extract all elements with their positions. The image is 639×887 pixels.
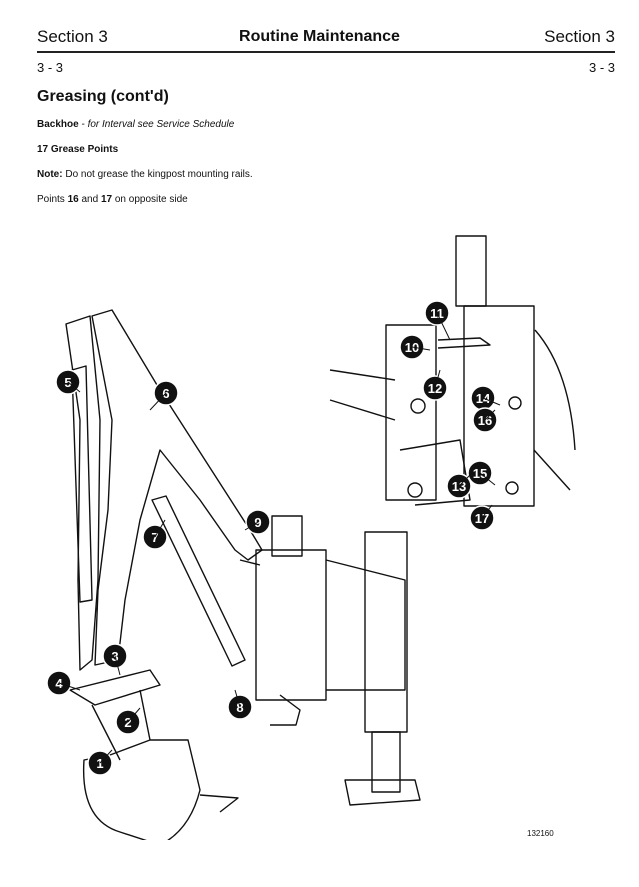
backhoe-label: Backhoe (37, 119, 79, 130)
callout-leader-15 (479, 472, 496, 486)
bucket-linkage (69, 669, 161, 706)
inset-detail (329, 235, 576, 507)
boom-cylinder (71, 365, 93, 603)
opposite-post: on opposite side (112, 194, 188, 205)
note-label: Note: (37, 169, 63, 180)
bucket (82, 739, 201, 840)
grease-point-label: 8 (236, 700, 243, 715)
grease-points-title: 17 Grease Points (37, 144, 119, 155)
opposite-side-line: Points 16 and 17 on opposite side (37, 194, 188, 205)
header-title: Routine Maintenance (239, 28, 400, 45)
figure-code: 132160 (527, 829, 554, 838)
grease-point-label: 1 (96, 756, 103, 771)
stabiliser-leg (364, 531, 408, 733)
dipper-ram (151, 495, 246, 667)
callout-leader-16 (484, 409, 496, 421)
section-heading: Greasing (cont'd) (37, 88, 169, 105)
header-section-left: Section 3 (37, 27, 108, 46)
backhoe-interval-note: for Interval see Service Schedule (87, 119, 235, 130)
backhoe-line: Backhoe - for Interval see Service Sched… (37, 119, 234, 130)
grease-point-label: 17 (475, 511, 489, 526)
callout-leader-7 (154, 519, 166, 538)
backhoe-sep: - (78, 119, 88, 130)
callout-leader-4 (58, 682, 81, 691)
header-section-right: Section 3 (544, 27, 615, 46)
callout-leader-13 (458, 474, 471, 487)
callout-leader-2 (127, 707, 141, 723)
header-rule (37, 51, 615, 53)
callout-leader-14 (482, 397, 501, 406)
opposite-pre: Points (37, 194, 68, 205)
opposite-mid: and (78, 194, 101, 205)
page-number-right: 3 - 3 (588, 60, 615, 75)
callout-leader-17 (481, 504, 493, 519)
note-line: Note: Do not grease the kingpost mountin… (37, 169, 253, 180)
callout-leader-11 (436, 312, 451, 341)
opposite-point-a: 16 (67, 194, 79, 205)
callout-leader-9 (244, 521, 259, 531)
callout-leader-12 (434, 369, 441, 389)
grease-point-label: 2 (124, 715, 131, 730)
callout-leader-5 (67, 381, 81, 393)
callout-leader-10 (411, 346, 431, 351)
boom (91, 309, 263, 666)
dipper-arm (65, 315, 101, 671)
callout-leader-8 (234, 689, 241, 708)
opposite-point-b: 17 (100, 194, 113, 205)
callout-leader-6 (149, 392, 167, 411)
callout-leaders (58, 312, 501, 764)
note-text: Do not grease the kingpost mounting rail… (62, 169, 253, 180)
grease-point-label: 12 (428, 381, 442, 396)
callout-leader-1 (99, 749, 113, 764)
callout-leader-3 (114, 655, 121, 676)
grease-point-label: 7 (151, 530, 158, 545)
page-number-left: 3 - 3 (37, 60, 64, 75)
kingpost (255, 549, 327, 701)
